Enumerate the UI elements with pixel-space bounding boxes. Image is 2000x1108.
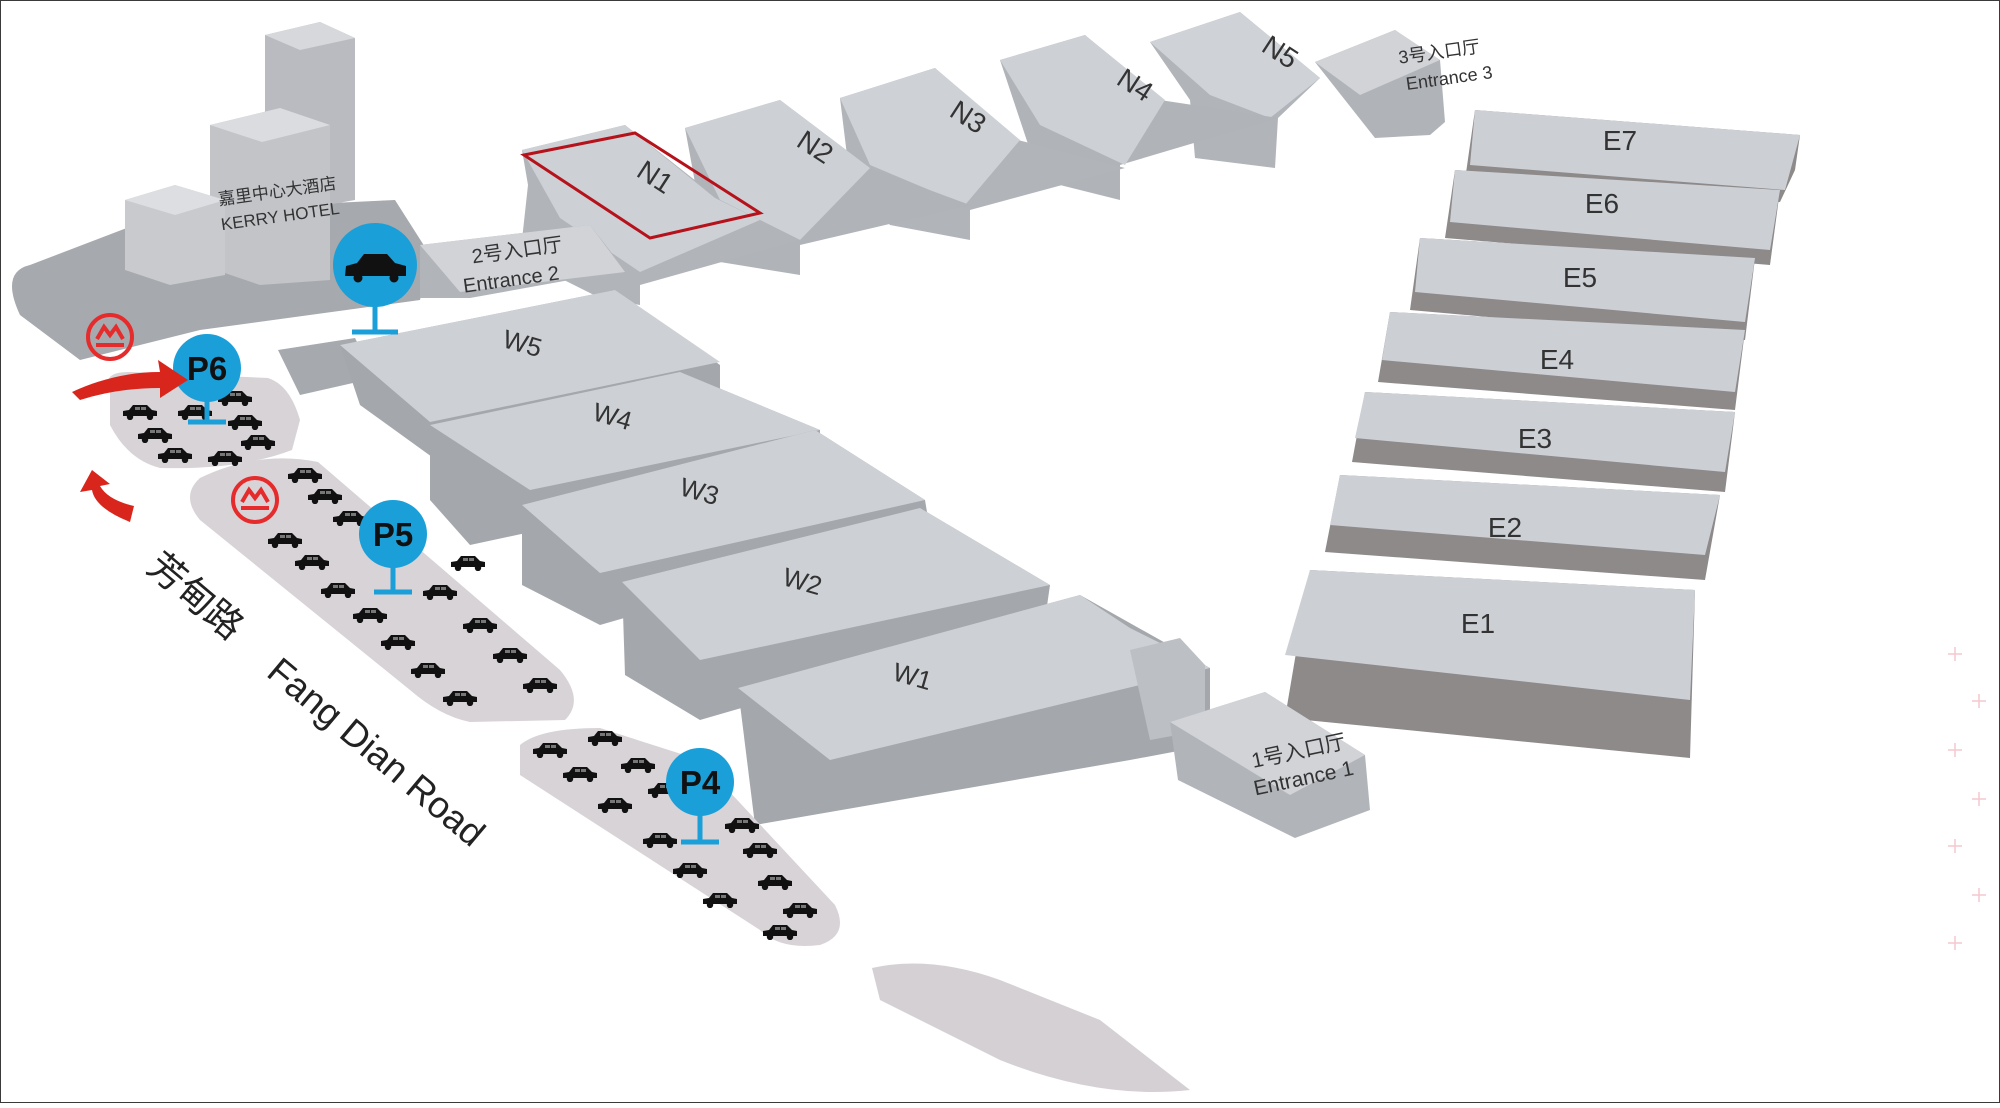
parking-badge-p4[interactable]: P4 xyxy=(666,748,734,845)
selected-hall-outline[interactable] xyxy=(520,131,764,240)
hall-label-e5[interactable]: E5 xyxy=(1563,262,1597,293)
north-halls xyxy=(520,12,1445,305)
hall-label-e6[interactable]: E6 xyxy=(1585,188,1619,219)
parking-badge-p5[interactable]: P5 xyxy=(359,500,427,595)
parking-label-p4: P4 xyxy=(680,764,721,801)
hall-label-e2[interactable]: E2 xyxy=(1488,512,1522,543)
arrow-icon xyxy=(72,360,188,400)
parking-label-p6: P6 xyxy=(187,350,227,387)
arrow-icon xyxy=(80,470,134,522)
east-halls xyxy=(1285,110,1800,758)
west-halls xyxy=(340,290,1210,825)
parking-label-p5: P5 xyxy=(373,516,413,553)
parking-badge-p6[interactable]: P6 xyxy=(173,334,241,425)
decorative-crosses xyxy=(1948,647,1986,950)
metro-icon xyxy=(86,313,134,361)
taxi-icon[interactable] xyxy=(333,223,417,335)
hall-label-e7[interactable]: E7 xyxy=(1603,125,1637,156)
parking-lot-p4 xyxy=(520,728,840,946)
hall-label-e1[interactable]: E1 xyxy=(1461,608,1495,639)
south-pad xyxy=(872,963,1190,1092)
road-label-cn: 芳甸路 xyxy=(140,545,251,648)
hall-label-e3[interactable]: E3 xyxy=(1518,423,1552,454)
metro-icon xyxy=(231,476,279,524)
hall-label-e4[interactable]: E4 xyxy=(1540,344,1574,375)
kerry-hotel xyxy=(125,22,355,285)
